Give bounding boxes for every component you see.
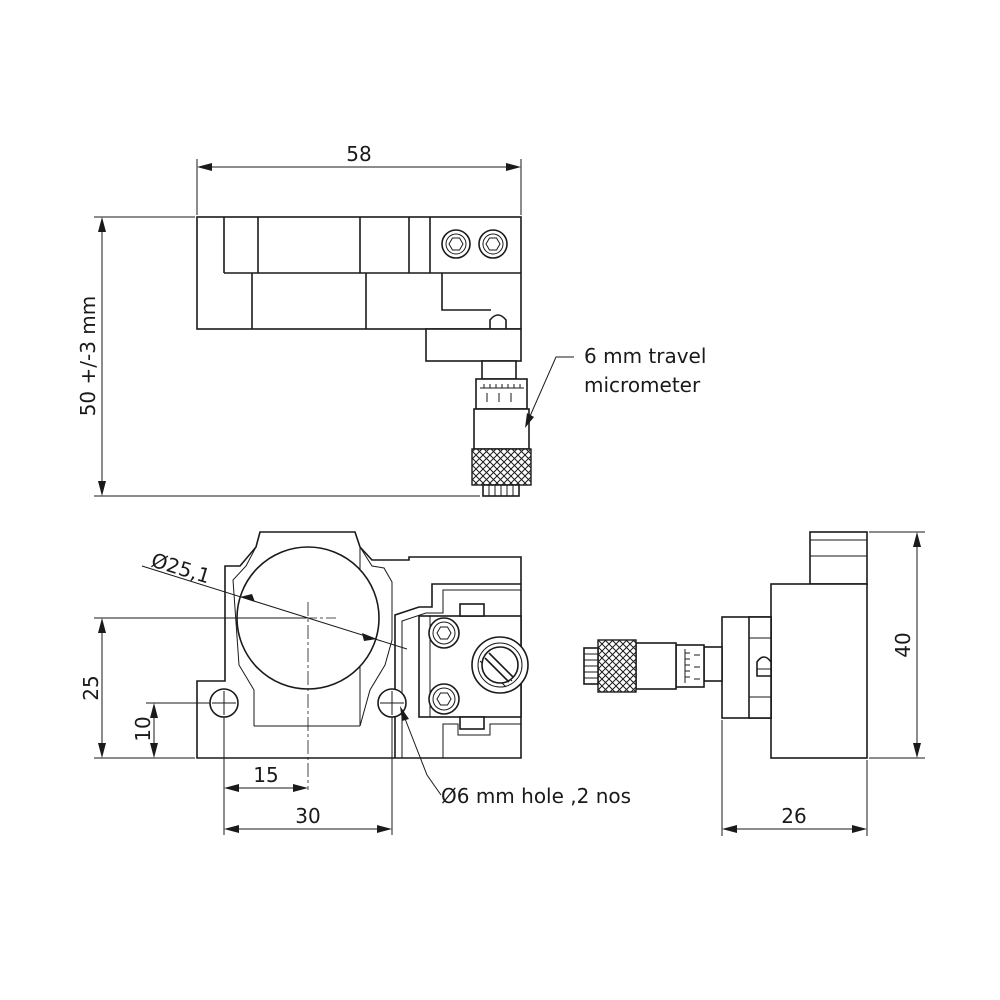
side-micrometer-sleeve (703, 646, 723, 682)
dimension-height-25: 25 (79, 617, 306, 759)
dimension-offset-15: 15 (223, 717, 308, 835)
front-body-inner (232, 545, 393, 727)
micrometer-sleeve (481, 360, 517, 380)
front-view: Ø25,1 25 10 15 (79, 531, 631, 835)
clamp-slot-inner (401, 589, 521, 758)
micrometer-label-line1: 6 mm travel (584, 344, 706, 368)
dimension-depth-26: 26 (721, 720, 868, 836)
mounting-hole-icon (209, 688, 239, 718)
side-micrometer-thimble (635, 642, 677, 690)
dimension-height-10: 10 (131, 702, 210, 758)
clamp-tab (459, 716, 485, 730)
slotted-screw-icon (471, 636, 529, 694)
dimension-label-10: 10 (131, 716, 155, 741)
clamp-slot (394, 583, 521, 758)
micrometer-scale (475, 378, 528, 410)
side-micrometer-knurl (597, 639, 637, 693)
dimension-label-58: 58 (346, 142, 371, 166)
micrometer-knurl (471, 448, 532, 486)
dimension-label-26: 26 (781, 804, 806, 828)
side-body (770, 583, 868, 759)
dimension-width-58: 58 (196, 142, 522, 215)
side-micrometer-ticks (684, 649, 700, 683)
micrometer-bracket (425, 328, 522, 362)
dimension-height-40: 40 (869, 531, 925, 759)
micrometer-thimble (473, 408, 530, 450)
clamp-lower-step (442, 723, 521, 758)
micrometer-cap-ridges (488, 485, 514, 496)
dimension-label-30: 30 (295, 804, 320, 828)
side-top-plate (809, 531, 868, 585)
dimension-height-50: 50 +/-3 mm (76, 216, 480, 497)
dimension-spacing-30: 30 (224, 717, 393, 835)
hex-screw-icon (428, 683, 460, 715)
front-body-outline (196, 531, 522, 759)
micrometer-scale-ticks (480, 384, 524, 402)
top-view: 58 50 +/-3 mm 6 mm travel micrometer (76, 142, 706, 497)
dimension-label-15: 15 (253, 763, 278, 787)
micrometer-tip (489, 314, 507, 330)
hole-note-label: Ø6 mm hole ,2 nos (441, 784, 631, 808)
side-pin (756, 656, 772, 677)
micrometer-leader: 6 mm travel micrometer (525, 344, 706, 428)
clamp-tab (459, 603, 485, 617)
dimension-label-bore: Ø25,1 (149, 548, 214, 589)
hex-screw-icon (428, 617, 460, 649)
top-step (441, 273, 491, 311)
dimension-label-50: 50 +/-3 mm (76, 296, 100, 417)
micrometer-label-line2: micrometer (584, 373, 701, 397)
hole-note-leader: Ø6 mm hole ,2 nos (400, 706, 631, 808)
hex-screw-icon (441, 229, 471, 259)
dimension-label-40: 40 (891, 632, 915, 657)
side-micrometer-scale (675, 644, 705, 688)
dimension-label-25: 25 (79, 675, 103, 700)
side-view: 40 26 (583, 531, 925, 836)
side-micrometer-cap-ridges (584, 653, 598, 679)
hex-screw-icon (478, 229, 508, 259)
